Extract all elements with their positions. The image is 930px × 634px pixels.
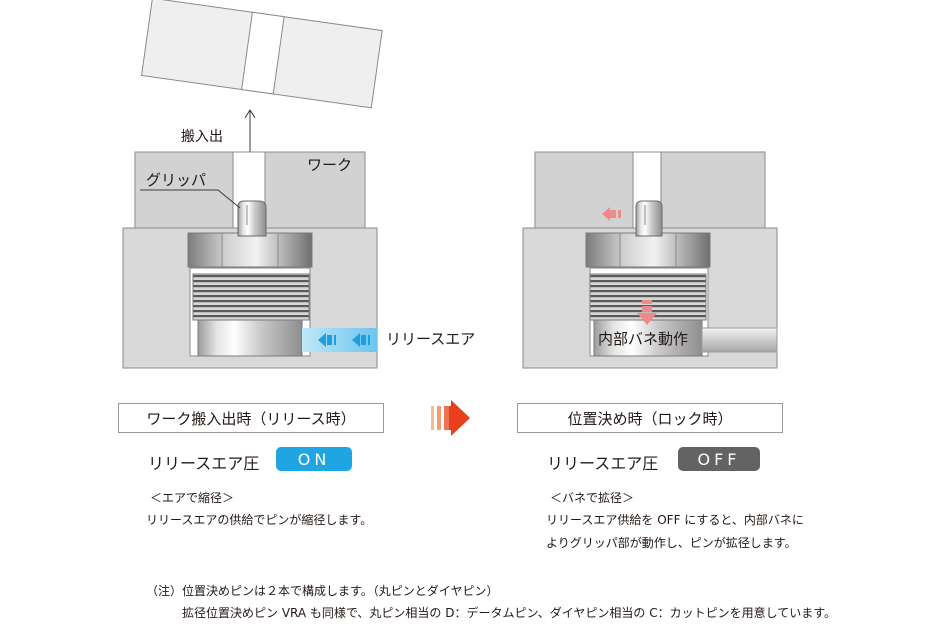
left-state-title: ワーク搬入出時（リリース時）: [118, 403, 384, 433]
note-prefix: （注）: [146, 584, 183, 598]
note-line-1: 位置決めピンは２本で構成します。（丸ピンとダイヤピン）: [182, 584, 499, 598]
right-description-line-2: よりグリッパ部が動作し、ピンが拡径します。: [546, 536, 797, 550]
left-cylinder: [197, 319, 303, 357]
left-assembly: [122, 0, 383, 369]
left-state-label: リリースエア圧: [148, 454, 260, 473]
right-spring-label: 内部バネ動作: [598, 330, 688, 348]
left-gripper-leader: [140, 189, 241, 209]
right-description-line-1: リリースエア供給を OFF にすると、内部バネに: [546, 513, 804, 527]
right-state-title: 位置決め時（ロック時）: [517, 403, 783, 433]
left-sub-heading: ＜エアで縮径＞: [150, 491, 235, 505]
right-assembly: [522, 151, 778, 369]
left-on-badge: ON: [276, 447, 352, 471]
left-tilted-workpiece: [140, 0, 383, 109]
right-thread: [589, 273, 707, 321]
right-state-label: リリースエア圧: [547, 454, 659, 473]
right-spring-arrow-icon: [637, 300, 657, 325]
note-line-2: 拡径位置決めピン VRA も同様で、丸ピン相当の D：データムピン、ダイヤピン相…: [182, 606, 837, 620]
left-pin: [237, 200, 267, 237]
right-sub-heading: ＜バネで拡径＞: [550, 491, 635, 505]
right-cylinder: [593, 319, 703, 357]
left-air-arrow-icon: [318, 333, 370, 347]
transition-arrow-icon: [431, 400, 470, 436]
left-gripper-label: グリッパ: [146, 171, 206, 189]
right-off-badge: OFF: [678, 447, 760, 471]
left-air-label: リリースエア: [386, 330, 475, 348]
right-hex-nut: [585, 232, 711, 268]
left-description: リリースエアの供給でピンが縮径します。: [146, 513, 373, 527]
left-arrow-label: 搬入出: [181, 129, 223, 145]
left-work-label: ワーク: [307, 156, 352, 174]
right-air-channel: [701, 327, 778, 353]
left-thread: [192, 273, 310, 321]
left-hex-nut: [187, 232, 313, 268]
right-pin: [635, 200, 663, 237]
right-expand-arrow-icon: [602, 207, 621, 221]
